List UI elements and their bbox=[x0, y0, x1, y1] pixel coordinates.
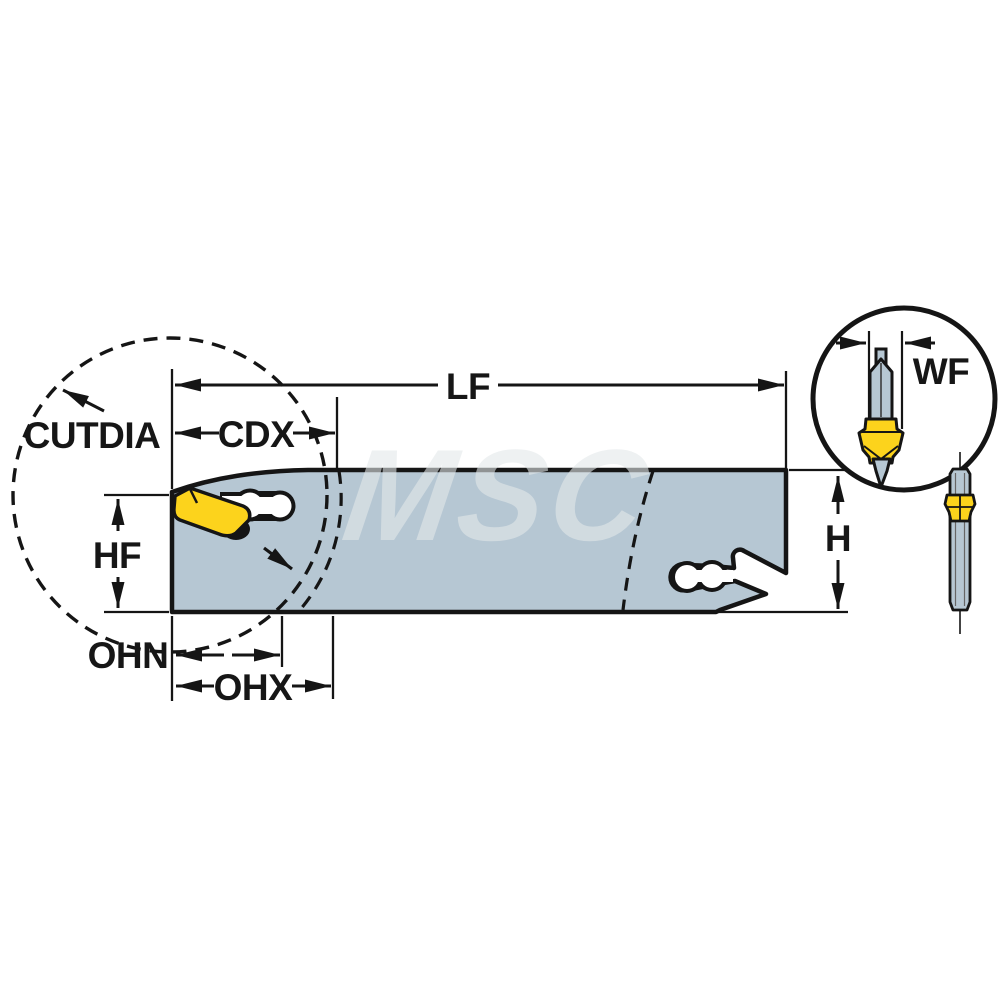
left-dogbone-bar-hole bbox=[250, 497, 280, 514]
dim-label-lf: LF bbox=[446, 366, 490, 407]
detail-blade-tip bbox=[871, 457, 892, 489]
right-slot-hole bbox=[690, 570, 733, 582]
wf-detail-view bbox=[810, 305, 998, 493]
insert-depth-arrow bbox=[263, 546, 293, 571]
dim-label-ohx: OHX bbox=[214, 667, 294, 708]
dim-label-hf: HF bbox=[93, 535, 141, 576]
dashed-arc-right bbox=[621, 470, 655, 611]
dim-label-ohn: OHN bbox=[88, 635, 169, 676]
dimension-labels: LF CDX CUTDIA HF H OHN OHX WF bbox=[24, 351, 970, 708]
cutting-insert bbox=[172, 486, 252, 538]
dashed-arc-secondary bbox=[297, 470, 343, 613]
dim-label-h: H bbox=[825, 518, 851, 559]
dim-label-cdx: CDX bbox=[218, 414, 295, 455]
cutdia-dashed-circle bbox=[11, 336, 329, 654]
dim-cutdia-leader bbox=[62, 388, 105, 413]
dimension-lines bbox=[62, 378, 845, 693]
side-view-body bbox=[948, 467, 972, 612]
dim-label-cutdia: CUTDIA bbox=[24, 415, 161, 456]
blade-side-view bbox=[943, 452, 977, 634]
right-clamp-slot bbox=[671, 560, 733, 593]
detail-circle bbox=[810, 305, 998, 493]
insert-chamfer-line bbox=[188, 488, 199, 504]
dim-label-wf: WF bbox=[913, 351, 970, 392]
detail-insert-front bbox=[857, 417, 905, 465]
